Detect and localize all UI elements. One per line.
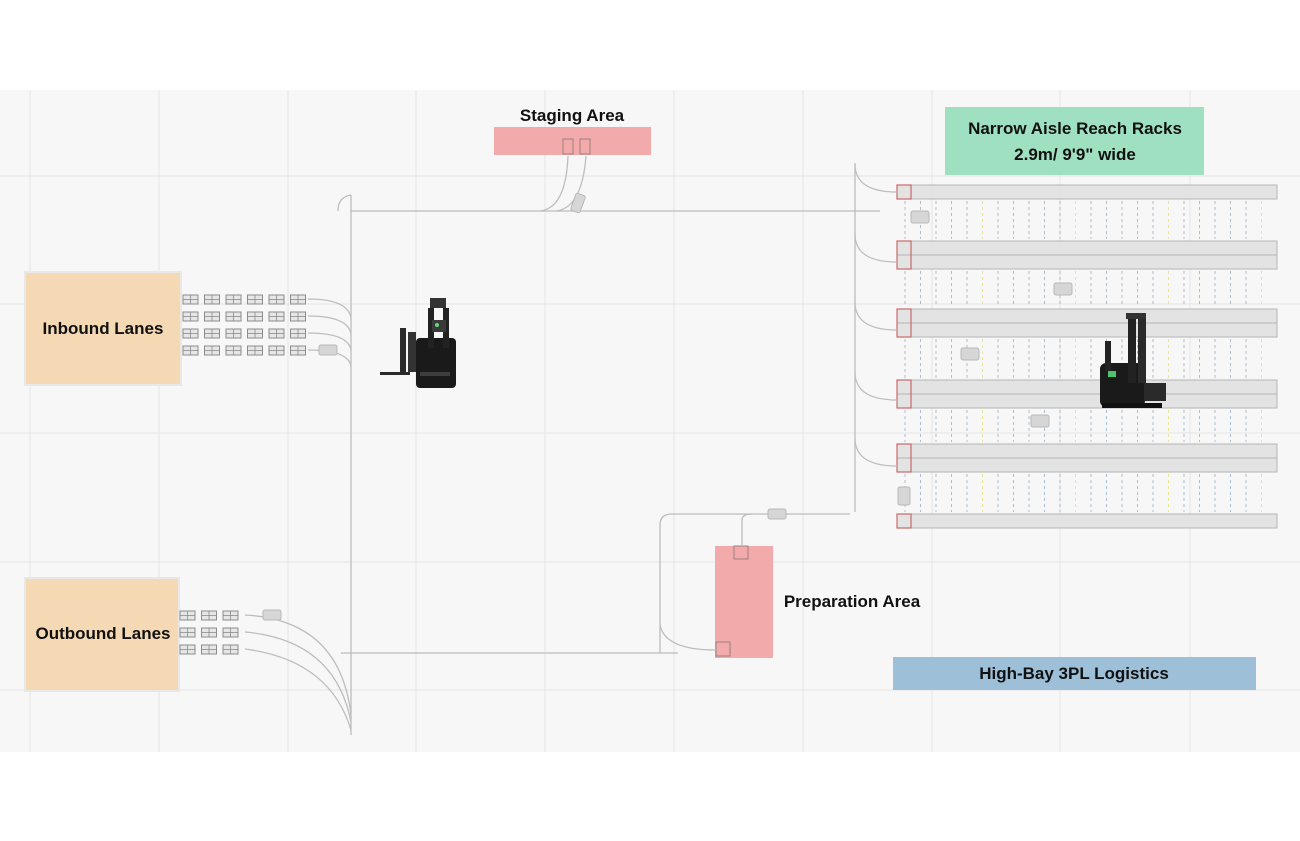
rack-connector-path — [854, 233, 898, 263]
ghost-robot-icon — [262, 609, 282, 621]
floor — [0, 90, 1300, 752]
pallet-icon — [201, 610, 217, 621]
ghost-robot-icon — [910, 210, 930, 224]
inbound-lane-path-3 — [307, 332, 352, 351]
narrow-aisle-width-label: 2.9m/ 9'9" wide — [1014, 145, 1136, 164]
prep-exit-path — [741, 513, 753, 545]
pallet-icon — [247, 328, 263, 339]
pallet-icon — [204, 328, 220, 339]
pallet-icon — [268, 311, 285, 322]
preparation-area-label: Preparation Area — [784, 592, 921, 611]
pallet-icon — [733, 545, 749, 560]
ghost-robot-icon — [570, 192, 586, 214]
inbound-lane-path-4 — [307, 349, 352, 367]
pallet-icon — [201, 644, 217, 655]
reach-truck-icon[interactable] — [1100, 313, 1166, 408]
ghost-robot-icon — [960, 347, 980, 361]
rack-row — [896, 308, 1278, 378]
pallet-icon — [268, 328, 285, 339]
pallet-icon — [290, 328, 306, 339]
rack-row — [896, 240, 1278, 307]
pallet-icon — [204, 345, 220, 356]
staging-pallets — [562, 138, 591, 155]
staging-area-label: Staging Area — [520, 106, 625, 125]
pallet-icon — [290, 311, 306, 322]
high-bay-label: High-Bay 3PL Logistics — [979, 664, 1169, 683]
inbound-lanes-zone[interactable] — [24, 271, 182, 386]
robot-paths — [244, 155, 880, 735]
pallet-icon — [268, 345, 285, 356]
inbound-lanes-label: Inbound Lanes — [43, 319, 164, 338]
inbound-lane-path-1 — [307, 298, 352, 319]
pallet-icon — [225, 311, 242, 322]
floor-grid — [0, 90, 1300, 752]
pallet-icon — [182, 311, 199, 322]
inbound-lane-path-2 — [307, 315, 352, 335]
preparation-area-zone[interactable] — [715, 546, 773, 658]
pallet-icon — [222, 644, 239, 655]
preparation-pallets — [715, 545, 749, 657]
top-corner-path — [337, 194, 352, 212]
pallet-icon — [179, 644, 196, 655]
prep-entry-path — [659, 624, 717, 651]
rack-connector-path — [854, 163, 898, 193]
pallet-icon — [204, 294, 220, 305]
pallet-icon — [290, 345, 306, 356]
pallet-icon — [715, 641, 731, 657]
rack-row — [896, 513, 1278, 529]
prep-loop-path — [659, 513, 850, 653]
reach-racks — [896, 184, 1278, 529]
pallet-icon — [247, 311, 263, 322]
ghost-robot-icon — [1030, 414, 1050, 428]
rack-connector-paths — [854, 163, 898, 467]
pallet-icon — [225, 294, 242, 305]
rack-connector-path — [854, 301, 898, 331]
pallet-icon — [182, 345, 199, 356]
staging-path — [539, 155, 569, 212]
rack-row — [896, 443, 1278, 512]
outbound-lanes-zone[interactable] — [24, 577, 180, 692]
ghost-robot-icon — [897, 486, 911, 506]
ghost-robot-icon — [318, 344, 338, 356]
pallet-icon — [222, 627, 239, 638]
pallet-icon — [225, 328, 242, 339]
pallet-icon — [579, 138, 591, 155]
ghost-robot-icon — [767, 508, 787, 520]
pallet-icon — [182, 294, 199, 305]
pallet-icon — [562, 138, 574, 155]
pallet-icon — [222, 610, 239, 621]
narrow-aisle-label-box — [945, 107, 1204, 175]
pallet-icon — [225, 345, 242, 356]
outbound-lane-path-3 — [244, 648, 352, 731]
pallet-icon — [247, 345, 263, 356]
high-bay-label-box — [893, 657, 1256, 690]
pallet-icon — [204, 311, 220, 322]
outbound-pallet-grid — [179, 610, 239, 655]
outbound-lanes-label: Outbound Lanes — [35, 624, 170, 643]
rack-row — [896, 379, 1278, 442]
ghost-robots — [262, 192, 1073, 621]
autonomous-forklift-icon[interactable] — [380, 298, 456, 388]
pallet-icon — [179, 627, 196, 638]
narrow-aisle-label: Narrow Aisle Reach Racks — [968, 119, 1182, 138]
rack-connector-path — [854, 437, 898, 467]
inbound-pallet-grid — [182, 294, 306, 356]
pallet-icon — [201, 627, 217, 638]
pallet-icon — [290, 294, 306, 305]
rack-connector-path — [854, 371, 898, 401]
ghost-robot-icon — [1053, 282, 1073, 296]
pallet-icon — [179, 610, 196, 621]
pallet-icon — [247, 294, 263, 305]
outbound-lane-path-2 — [244, 631, 352, 723]
pallet-icon — [182, 328, 199, 339]
pallet-icon — [268, 294, 285, 305]
